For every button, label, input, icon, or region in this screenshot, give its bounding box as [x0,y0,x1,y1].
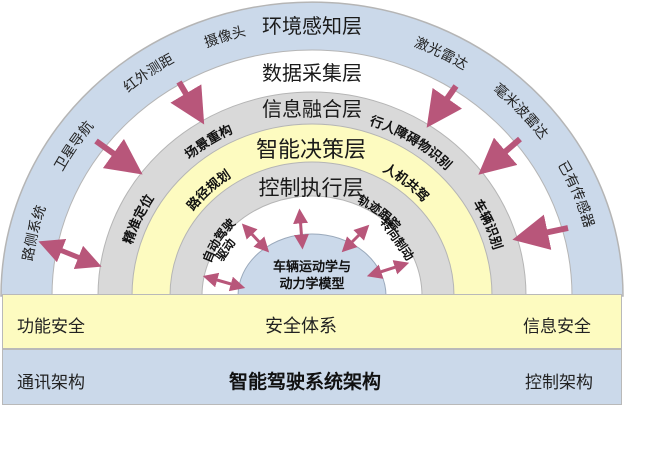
arrow-core-upleft [241,223,270,253]
core-label-1: 车辆运动学与 [273,259,351,275]
arrow-core-up [293,208,309,250]
safety-band: 功能安全 安全体系 信息安全 [2,294,622,349]
safety-system-label: 安全体系 [265,316,337,337]
arrow-roadside [38,239,102,269]
system-architecture-title: 智能驾驶系统架构 [229,371,382,393]
control-layer-title: 控制执行层 [259,176,364,200]
arrow-lidar [426,84,463,128]
arrow-core-right [366,260,410,279]
fusion-layer-title: 信息融合层 [262,97,362,121]
arrow-existing [512,214,569,250]
collection-layer-title: 数据采集层 [262,61,362,85]
control-architecture-label: 控制架构 [525,373,593,393]
arrow-mmwave [478,136,522,175]
functional-safety-label: 功能安全 [17,317,85,337]
info-security-label: 信息安全 [523,317,591,337]
arrow-camera [170,80,205,125]
comm-architecture-label: 通讯架构 [17,373,85,393]
arrow-core-upright [341,224,370,253]
perception-layer-title: 环境感知层 [262,14,362,38]
core-label-2: 动力学模型 [279,276,344,292]
decision-layer-title: 智能决策层 [256,138,366,163]
arrow-satellite [94,138,143,175]
arrow-core-left [202,272,246,292]
architecture-band: 通讯架构 智能驾驶系统架构 控制架构 [2,349,622,405]
